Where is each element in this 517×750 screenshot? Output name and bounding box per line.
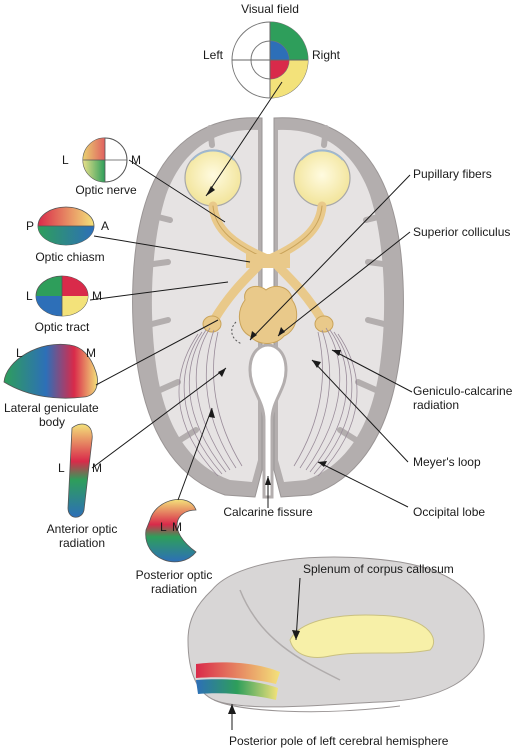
lateral-geniculate-icon — [3, 343, 98, 399]
right-lgb-shape — [314, 315, 334, 333]
anterior-radiation-label-line2: radiation — [58, 536, 106, 550]
optic-nerve-l-label: L — [62, 153, 69, 167]
optic-nerve-m-label: M — [131, 153, 141, 167]
lgb-label-line2: body — [38, 415, 66, 429]
optic-tract-label: Optic tract — [34, 320, 90, 334]
right-eye — [293, 149, 351, 207]
left-lgb-shape — [202, 315, 222, 333]
optic-chiasm-shape — [246, 254, 290, 268]
arrowheads — [206, 186, 341, 485]
left-hemisphere-sagittal — [187, 556, 485, 730]
posterior-radiation-icon — [145, 499, 197, 563]
optic-chiasm-a-label: A — [101, 219, 110, 233]
posterior-l-label: L — [160, 520, 167, 534]
field-left-label: Left — [203, 48, 224, 62]
optic-chiasm-p-label: P — [26, 219, 35, 233]
geniculo-calcarine-label-line2: radiation — [413, 398, 460, 412]
visual-field-title: Visual field — [241, 2, 299, 16]
optic-chiasm-label: Optic chiasm — [35, 250, 105, 264]
occipital-lobe-label: Occipital lobe — [413, 505, 486, 519]
leader-lines — [89, 81, 413, 508]
anterior-radiation-label-line1: Anterior optic — [46, 522, 118, 536]
splenum-label: Splenum of corpus callosum — [303, 562, 454, 576]
posterior-pole-label: Posterior pole of left cerebral hemisphe… — [229, 734, 449, 748]
calcarine-fissure-label: Calcarine fissure — [223, 505, 313, 519]
optic-tract-icon — [35, 275, 89, 317]
brain-axial-section — [132, 117, 404, 499]
optic-tract-l-label: L — [26, 289, 33, 303]
lgb-label-line1: Lateral geniculate — [4, 401, 99, 415]
superior-colliculus-label: Superior colliculus — [413, 225, 511, 239]
anterior-m-label: M — [92, 461, 102, 475]
lgb-m-label: M — [86, 346, 96, 360]
optic-nerve-label: Optic nerve — [75, 183, 137, 197]
meyers-loop-label: Meyer's loop — [413, 455, 481, 469]
left-eye — [184, 149, 242, 207]
posterior-m-label: M — [172, 520, 182, 534]
anterior-radiation-icon — [67, 423, 93, 518]
optic-tract-m-label: M — [92, 289, 102, 303]
posterior-radiation-label-line2: radiation — [150, 582, 198, 596]
pupillary-fibers-label: Pupillary fibers — [413, 167, 492, 181]
geniculo-calcarine-label-line1: Geniculo-calcarine — [413, 384, 513, 398]
field-right-label: Right — [312, 48, 341, 62]
optic-chiasm-icon — [37, 206, 95, 246]
anterior-l-label: L — [58, 461, 65, 475]
optic-nerve-icon — [82, 137, 128, 183]
lgb-l-label: L — [16, 346, 23, 360]
posterior-radiation-label-line1: Posterior optic — [135, 568, 213, 582]
visual-field-circle — [231, 21, 309, 99]
